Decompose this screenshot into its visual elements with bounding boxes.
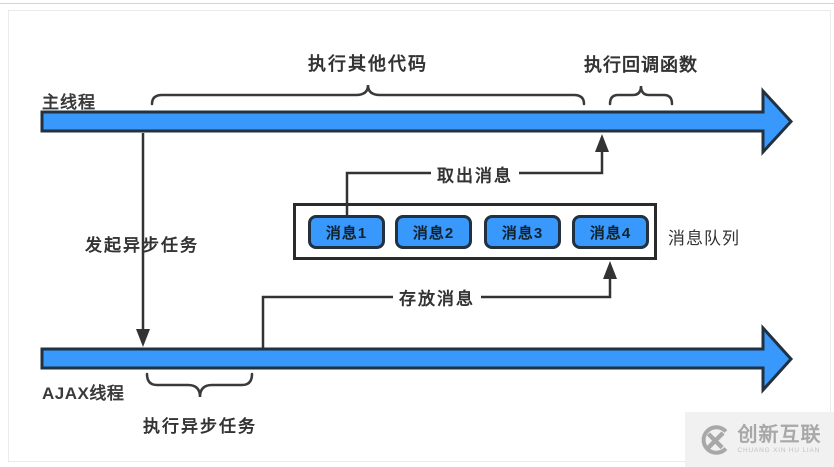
watermark-logo-icon: [701, 424, 727, 455]
message-item-1: 消息1: [308, 215, 385, 249]
watermark-brand-text: 创新互联: [737, 423, 822, 446]
store-message-label: 存放消息: [393, 283, 481, 311]
diagram-frame: [8, 10, 831, 462]
watermark-subtext: CHUANG XIN HU LIAN: [737, 446, 821, 454]
execute-other-code-label: 执行其他代码: [308, 54, 428, 74]
execute-callback-label: 执行回调函数: [584, 55, 698, 75]
execute-async-task-label: 执行异步任务: [143, 417, 257, 436]
main-thread-label: 主线程: [42, 93, 96, 112]
message-queue-label: 消息队列: [668, 229, 740, 248]
ajax-thread-label: AJAX线程: [42, 384, 125, 403]
top-divider: [0, 3, 834, 4]
initiate-async-task-label: 发起异步任务: [85, 236, 199, 255]
message-item-2: 消息2: [395, 215, 472, 249]
message-item-3: 消息3: [484, 215, 561, 249]
take-message-label: 取出消息: [431, 160, 519, 188]
message-item-4: 消息4: [572, 215, 649, 249]
watermark: 创新互联 CHUANG XIN HU LIAN: [685, 412, 834, 467]
